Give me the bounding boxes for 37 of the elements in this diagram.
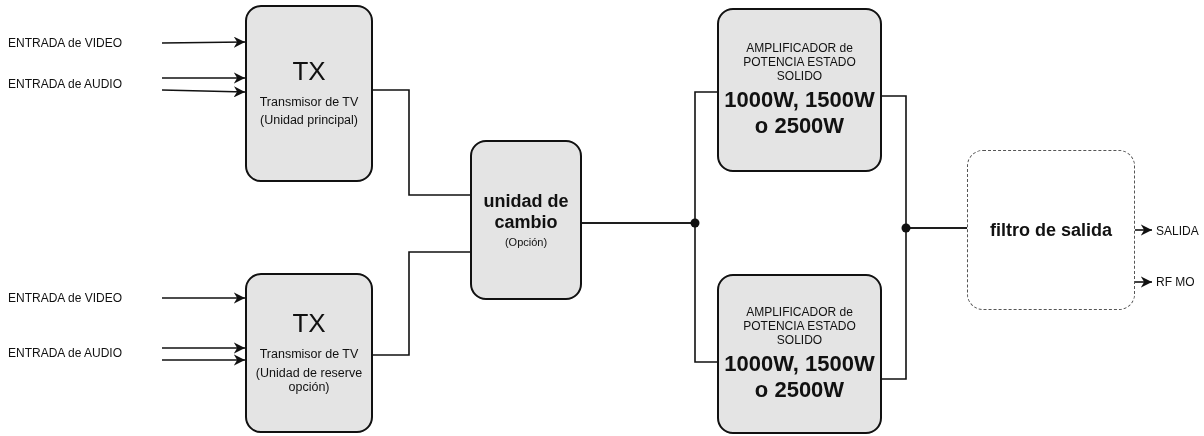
arrow bbox=[161, 72, 246, 84]
unit-description: (Unidad principal) bbox=[259, 113, 359, 128]
signal-label: ENTRADA de AUDIO bbox=[8, 72, 158, 96]
power-rating: 1000W, 1500W o 2500W bbox=[723, 87, 876, 138]
signal-label: ENTRADA de VIDEO bbox=[8, 34, 158, 52]
power-rating: 1000W, 1500W o 2500W bbox=[723, 351, 876, 402]
connector-line bbox=[881, 227, 968, 380]
unit-description: AMPLIFICADOR de POTENCIA ESTADO SOLIDO bbox=[742, 42, 857, 84]
unit-description: AMPLIFICADOR de POTENCIA ESTADO SOLIDO bbox=[742, 306, 857, 348]
unit-description: Transmisor de TV bbox=[258, 95, 360, 110]
process-box bbox=[470, 140, 582, 300]
process-box bbox=[717, 8, 882, 172]
unit-title: TX bbox=[291, 309, 327, 340]
unit-description: Transmisor de TV bbox=[258, 347, 360, 362]
connector-line bbox=[581, 222, 718, 363]
process-box bbox=[245, 5, 373, 182]
signal-label: SALIDA bbox=[1156, 222, 1204, 240]
unit-title: TX bbox=[291, 57, 327, 88]
arrow bbox=[1134, 224, 1153, 236]
connector-line bbox=[372, 89, 471, 196]
unit-description: (Unidad de reserve opción) bbox=[254, 365, 364, 395]
unit-name: filtro de salida bbox=[989, 219, 1113, 241]
arrow bbox=[161, 86, 246, 98]
process-box bbox=[245, 273, 373, 433]
arrow bbox=[161, 36, 246, 48]
arrow bbox=[1134, 276, 1153, 288]
filter-box bbox=[967, 150, 1135, 310]
arrow bbox=[161, 342, 246, 354]
arrow bbox=[161, 354, 246, 366]
signal-label: RF MO bbox=[1156, 273, 1204, 291]
signal-label: ENTRADA de AUDIO bbox=[8, 341, 158, 365]
arrow bbox=[161, 292, 246, 304]
unit-description: (Opción) bbox=[503, 236, 549, 249]
process-box bbox=[717, 274, 882, 434]
connector-line bbox=[372, 251, 471, 356]
signal-label: ENTRADA de VIDEO bbox=[8, 289, 158, 307]
unit-name: unidad de cambio bbox=[482, 191, 570, 233]
